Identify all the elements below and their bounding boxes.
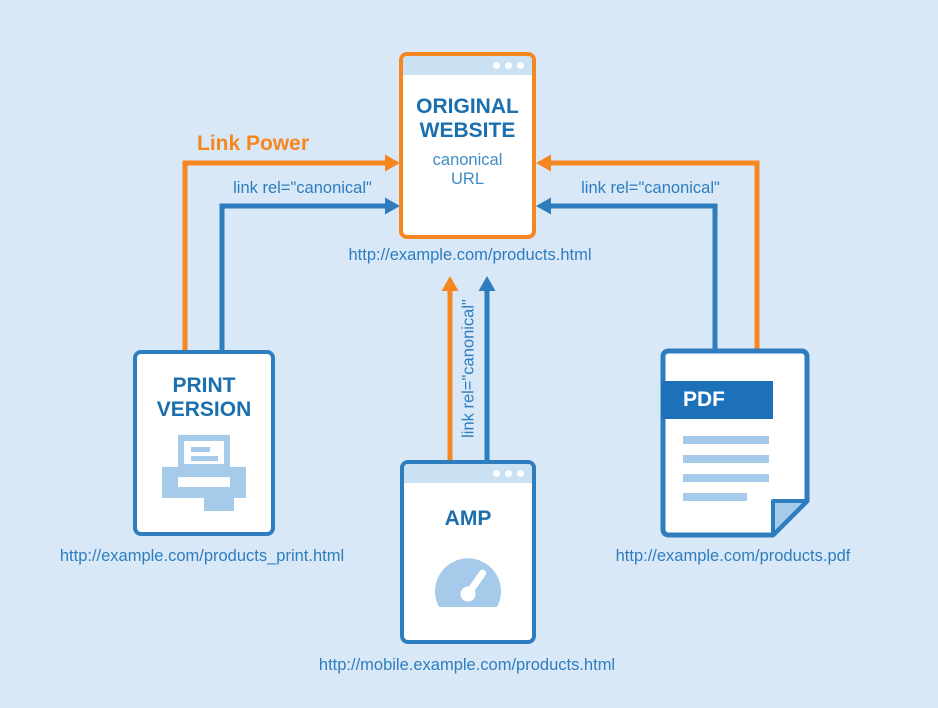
pdf-text-line	[683, 436, 769, 444]
original-website-url: http://example.com/products.html	[348, 246, 592, 264]
amp-title: AMP	[444, 507, 492, 530]
link-power-arrow-left	[182, 154, 400, 352]
window-dot-icon	[517, 62, 524, 69]
canonical-label-amp: link rel="canonical"	[459, 299, 478, 438]
pdf-text-line	[683, 474, 769, 482]
canonical-label-left: link rel="canonical"	[233, 179, 372, 197]
amp-url: http://mobile.example.com/products.html	[318, 656, 616, 674]
printer-icon	[162, 435, 246, 512]
window-dot-icon	[493, 62, 500, 69]
browser-topbar	[404, 464, 532, 483]
speedometer-icon	[435, 557, 501, 607]
pdf-text-line	[683, 493, 747, 501]
canonical-arrow-amp	[478, 276, 496, 462]
print-version-url: http://example.com/products_print.html	[59, 547, 345, 565]
print-version-title: PRINT VERSION	[156, 374, 252, 421]
folded-corner-icon	[771, 499, 809, 537]
window-dot-icon	[517, 470, 524, 477]
canonical-label-right: link rel="canonical"	[581, 179, 720, 197]
pdf-banner: PDF	[661, 381, 773, 419]
pdf-text-line	[683, 455, 769, 463]
canonical-url-subtitle: canonical URL	[432, 151, 503, 189]
browser-topbar	[403, 56, 532, 75]
link-power-label: Link Power	[197, 132, 310, 155]
pdf-text-lines-icon	[683, 436, 769, 512]
link-power-arrow-right	[536, 154, 760, 352]
canonical-arrow-left	[219, 197, 400, 352]
link-power-arrow-amp	[441, 276, 459, 462]
original-website-node: ORIGINAL WEBSITE canonical URL	[399, 52, 536, 239]
window-dot-icon	[505, 470, 512, 477]
amp-node: AMP	[400, 460, 536, 644]
canonical-arrow-right	[536, 197, 718, 352]
pdf-url: http://example.com/products.pdf	[615, 547, 851, 565]
original-website-title: ORIGINAL WEBSITE	[416, 95, 519, 142]
print-version-node: PRINT VERSION	[133, 350, 275, 536]
window-dot-icon	[493, 470, 500, 477]
window-dot-icon	[505, 62, 512, 69]
